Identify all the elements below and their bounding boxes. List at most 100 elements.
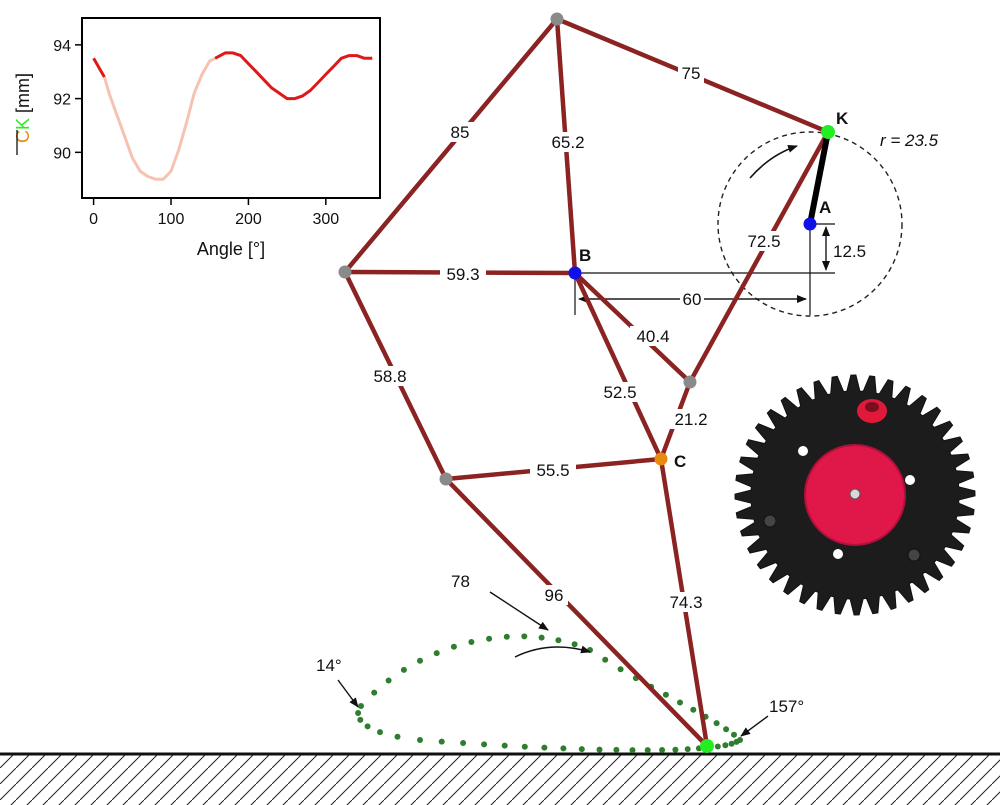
trajectory-dot xyxy=(555,637,562,644)
gear-hole-bottom-left xyxy=(833,549,843,559)
link-label-75: 75 xyxy=(682,64,701,83)
gear-bolt-left xyxy=(763,514,777,528)
crank-peg-hole xyxy=(865,402,879,412)
label-bg-55-5 xyxy=(530,460,576,480)
trajectory-dot xyxy=(714,743,721,750)
joint-lower-left xyxy=(439,472,453,486)
label-bg-60 xyxy=(680,289,704,307)
trajectory-dot xyxy=(394,733,401,740)
chart-y-axis-title: CK [mm] xyxy=(13,73,33,143)
trajectory-dot xyxy=(521,633,528,640)
link-label-58-8: 58.8 xyxy=(373,367,406,386)
crank-circle-group xyxy=(717,131,903,317)
link-label-65-2: 65.2 xyxy=(551,133,584,152)
trajectory-dot xyxy=(560,745,567,752)
rotation-arrow xyxy=(749,145,798,179)
trajectory-dot xyxy=(400,666,407,673)
trajectory-dot xyxy=(486,635,493,642)
link-label-74-3: 74.3 xyxy=(669,593,702,612)
trajectory-dot xyxy=(723,726,730,733)
link-label-52-5: 52.5 xyxy=(603,383,636,402)
trajectory-dot xyxy=(503,633,510,640)
trajectory-dot xyxy=(438,738,445,745)
link-label-85: 85 xyxy=(451,123,470,142)
trajectory-dot xyxy=(602,656,609,663)
ground-hatching xyxy=(0,754,1000,805)
trajectory-dot xyxy=(501,742,508,749)
joint-mid-right xyxy=(683,375,697,389)
link-label-96: 96 xyxy=(545,586,564,605)
trajectory-dot xyxy=(364,723,371,730)
chart-y-axis-title-suffix: [mm] xyxy=(13,73,33,118)
dimension-label-60: 60 xyxy=(683,290,702,309)
chart-curves xyxy=(92,51,373,181)
chart-x-tick-label: 0 xyxy=(89,211,98,228)
gear-hole-top-left xyxy=(798,446,808,456)
chart-x-tick-label: 200 xyxy=(235,211,262,228)
label-bg-96 xyxy=(540,585,568,605)
chart-y-axis-title-letter: C xyxy=(13,130,33,143)
crank-circle xyxy=(717,131,903,317)
arrow-14 xyxy=(337,679,359,708)
crank-arm xyxy=(807,129,831,227)
node-label-a: A xyxy=(819,198,831,217)
trajectory-label-157: 157° xyxy=(769,697,804,716)
trajectory-dot xyxy=(617,666,624,673)
arrow-157 xyxy=(740,715,769,737)
chart-y-axis-title-prefix: CK xyxy=(13,118,33,143)
link-label-72-5: 72.5 xyxy=(747,232,780,251)
chart-series-line-1 xyxy=(102,56,216,181)
link-labels: 85 65.2 75 72.5 59.3 58.8 40.4 52.5 21.2… xyxy=(367,63,787,612)
trajectory-dot xyxy=(662,691,669,698)
joint-left xyxy=(338,265,352,279)
label-bg-52-5 xyxy=(597,382,643,402)
chart-frame xyxy=(81,17,381,199)
node-label-k: K xyxy=(836,109,849,128)
trajectory-dot xyxy=(713,720,720,727)
node-label-b: B xyxy=(579,246,591,265)
trajectory-dot xyxy=(358,703,364,709)
trajectory-dot xyxy=(371,689,378,696)
trajectory-dot xyxy=(733,738,740,745)
trajectory-dot xyxy=(644,747,651,754)
trajectory-dot xyxy=(677,699,683,706)
trajectory-dot xyxy=(690,706,697,713)
gear-hole-bottom-right xyxy=(905,475,915,485)
dimension-label-12-5: 12.5 xyxy=(833,242,866,261)
chart-x-tick-label: 100 xyxy=(158,211,185,228)
label-bg-85 xyxy=(446,122,474,142)
trajectory-dot xyxy=(481,741,488,748)
trajectory-dot xyxy=(731,731,737,738)
gear-wheel-photo xyxy=(734,374,976,616)
foot-point xyxy=(700,739,714,753)
link-label-40-4: 40.4 xyxy=(636,327,669,346)
trajectory-dot xyxy=(578,746,585,753)
label-bg-75 xyxy=(678,63,704,83)
label-bg-72-5 xyxy=(741,231,787,251)
node-k xyxy=(821,125,835,139)
label-bg-21-2 xyxy=(668,409,714,429)
node-a xyxy=(803,217,817,231)
label-bg-74-3 xyxy=(663,592,709,612)
gear-hub-shadow xyxy=(804,444,906,546)
joints xyxy=(338,12,835,753)
link-top-left xyxy=(342,16,560,275)
chart-x-axis-title: Angle [°] xyxy=(197,239,265,259)
link-b-c xyxy=(572,270,664,462)
chart-y-tick-label: 94 xyxy=(53,38,71,55)
node-b xyxy=(568,266,582,280)
trajectory-dot xyxy=(629,747,636,754)
trajectory-dot xyxy=(672,746,679,753)
trajectory-dot xyxy=(377,729,383,736)
label-bg-65-2 xyxy=(545,132,591,152)
chart-y-tick-label: 92 xyxy=(53,92,71,109)
label-bg-40-4 xyxy=(630,326,676,346)
linkage xyxy=(342,16,831,749)
foot-trajectory xyxy=(355,633,743,754)
chart-y-axis-title-letter: K xyxy=(13,118,33,130)
trajectory-dot xyxy=(659,747,666,753)
